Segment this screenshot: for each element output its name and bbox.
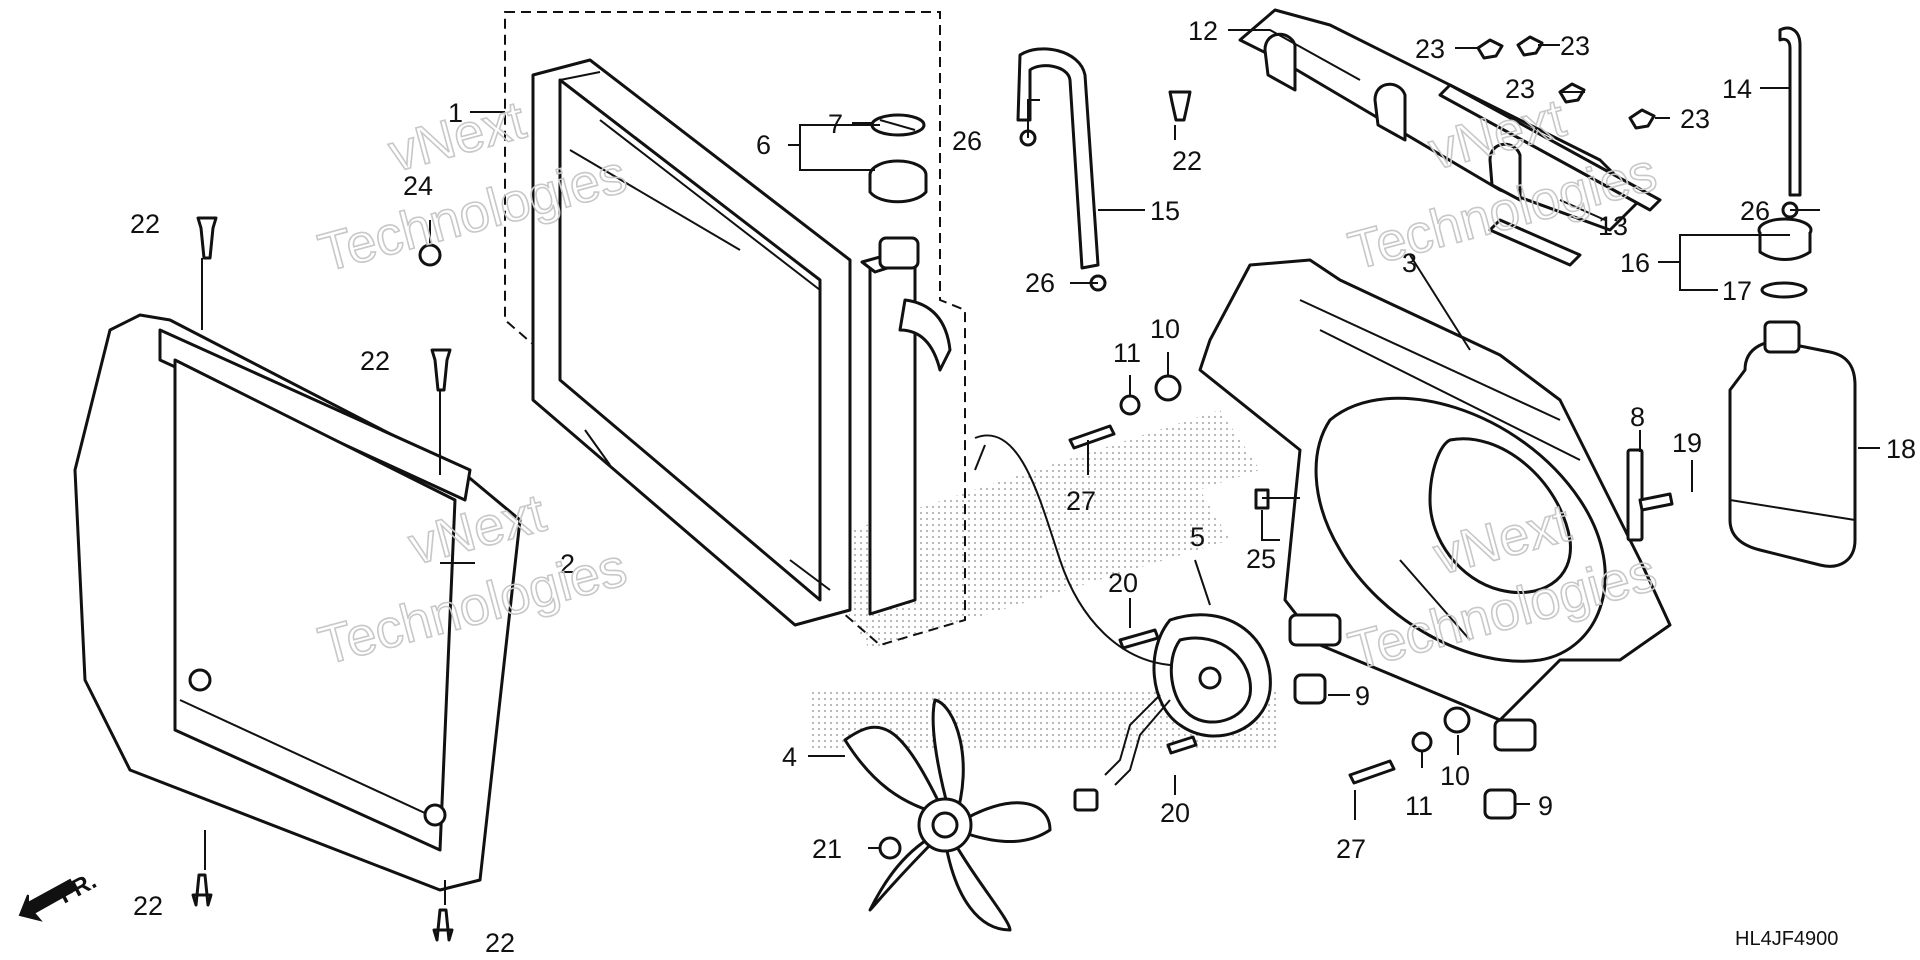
callout-22d: 22 [485,928,515,958]
callout-4: 4 [782,742,797,772]
fan-shroud [1198,258,1672,752]
shroud [73,313,522,892]
callout-8: 8 [1630,402,1645,432]
callout-26c: 26 [1740,196,1770,226]
callout-22b: 22 [360,346,390,376]
callout-23a: 23 [1415,34,1445,64]
callout-16: 16 [1620,248,1650,278]
radiator [504,11,966,647]
callout-3: 3 [1402,248,1417,278]
callout-26a: 26 [952,126,982,156]
small-hardware [191,90,1799,942]
radiator-cap [868,113,928,204]
callout-1: 1 [448,98,463,128]
callout-11a: 11 [1113,338,1141,368]
leader-lines [201,29,1880,905]
callout-20a: 20 [1108,568,1138,598]
callout-23c: 23 [1505,74,1535,104]
callout-20b: 20 [1160,798,1190,828]
callout-17: 17 [1722,276,1752,306]
callout-13: 13 [1598,211,1628,241]
fan-blade [843,698,1052,932]
callout-12: 12 [1188,16,1218,46]
callout-22c: 22 [133,891,163,921]
diagram-code: HL4JF4900 [1735,928,1838,950]
fan-motor [974,434,1272,812]
callout-2: 2 [560,549,575,579]
bracket-strip [1626,448,1644,542]
callout-9b: 9 [1538,791,1553,821]
callout-5: 5 [1190,522,1205,552]
callout-18: 18 [1886,434,1916,464]
front-label: FR. [54,867,101,909]
callout-24: 24 [403,171,433,201]
callout-6: 6 [756,130,771,160]
front-direction-arrow: FR. [18,867,101,922]
upper-cover [1238,8,1662,267]
callout-26b: 26 [1025,268,1055,298]
callout-11b: 11 [1405,791,1433,821]
callout-22a: 22 [130,209,160,239]
callout-15: 15 [1150,196,1180,226]
callout-22e: 22 [1172,146,1202,176]
callout-27a: 27 [1066,486,1096,516]
callout-9a: 9 [1355,681,1370,711]
callout-10b: 10 [1440,761,1470,791]
callout-labels: 1 2 3 4 5 6 7 8 9 9 10 10 11 11 12 13 14… [130,16,1916,958]
callout-23d: 23 [1680,104,1710,134]
callout-21: 21 [812,834,842,864]
overflow-tube [1778,26,1802,197]
callout-27b: 27 [1336,834,1366,864]
reserve-tank [1728,217,1857,568]
siphon-hose [1016,47,1100,270]
callout-19: 19 [1672,428,1702,458]
callout-23b: 23 [1560,31,1590,61]
callout-25: 25 [1246,544,1276,574]
callout-7: 7 [828,109,843,139]
callout-10a: 10 [1150,314,1180,344]
callout-14: 14 [1722,74,1752,104]
